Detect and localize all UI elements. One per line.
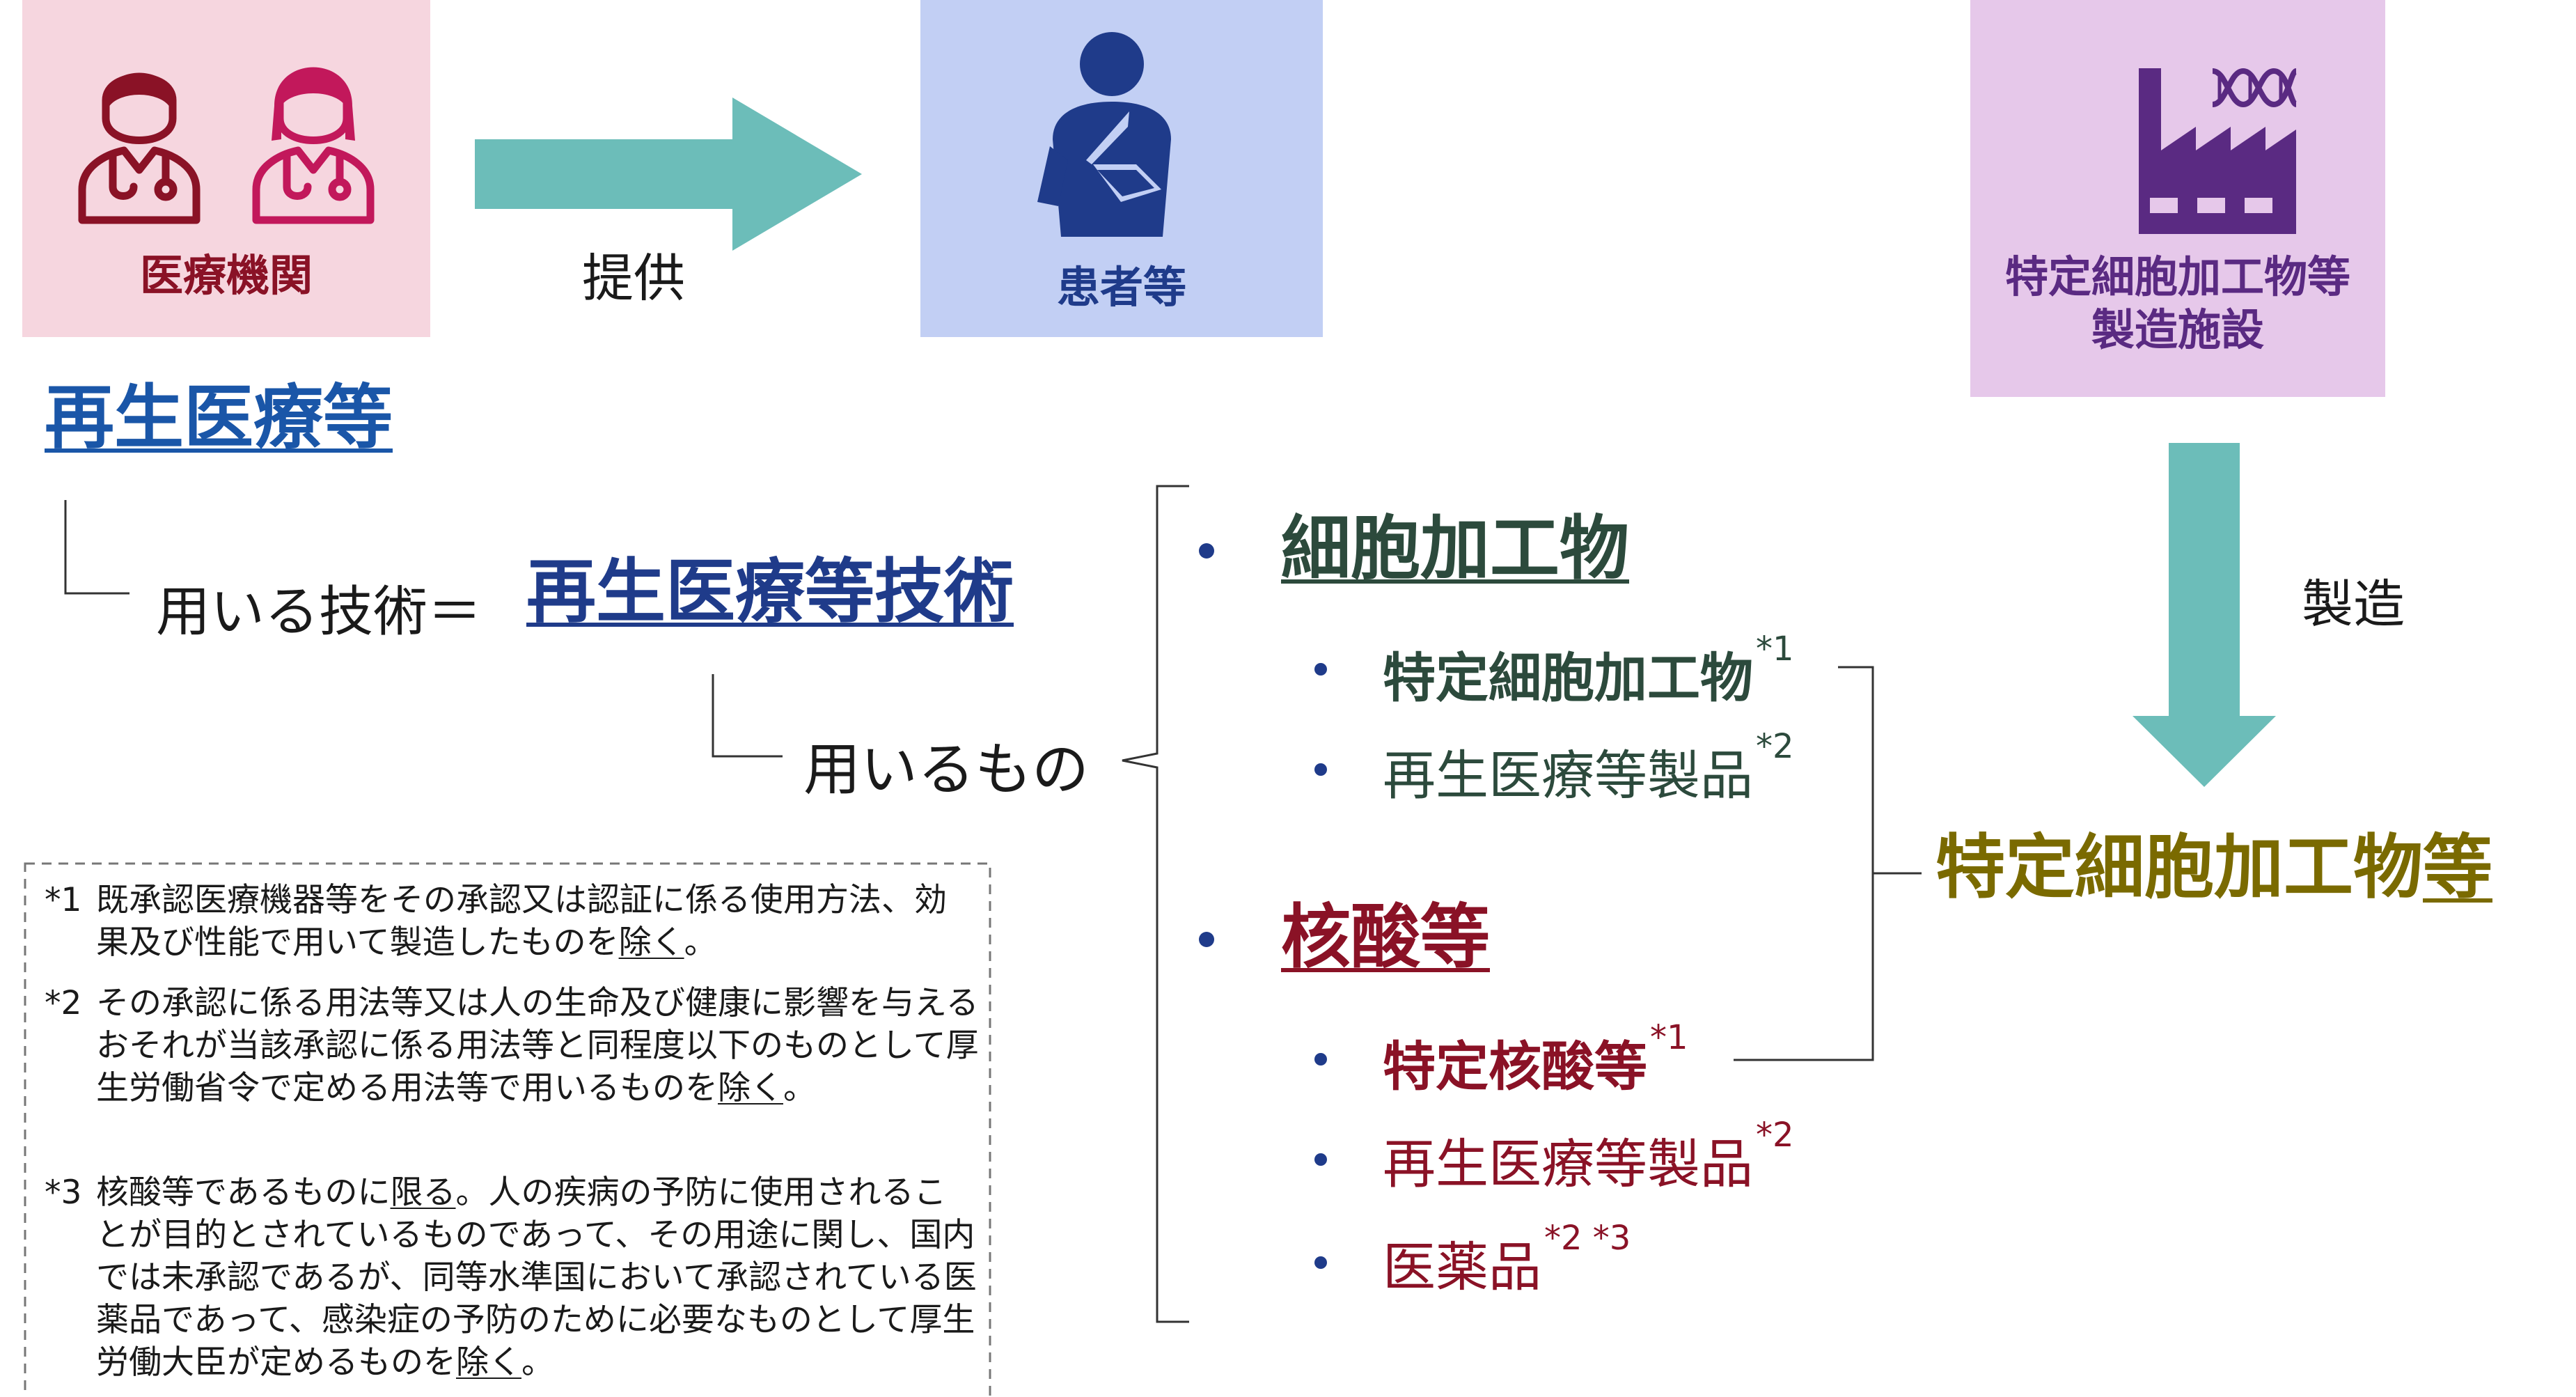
footnote-ref: *1 — [1756, 630, 1794, 669]
footnote-text: その承認に係る用法等又は人の生命及び健康に影響を与えるおそれが当該承認に係る用法… — [96, 984, 979, 1107]
manufacture-label: 製造 — [2302, 575, 2405, 634]
bullet-dot — [1314, 1256, 1327, 1269]
bullet-dot — [1314, 663, 1327, 676]
medical-institution-box: 医療機関 — [22, 0, 430, 337]
footnote-ref: *2 — [1756, 727, 1794, 766]
item-label: 特定核酸等 — [1383, 1036, 1647, 1098]
list-item: 特定細胞加工物*1 — [1383, 630, 1794, 712]
footnote-emphasis: 限る — [390, 1173, 456, 1212]
list-item: 医薬品*2 *3 — [1383, 1219, 1631, 1301]
bullet-dot — [1314, 1053, 1327, 1066]
footnote-mark: *1 — [45, 881, 82, 919]
footnote-emphasis: 除く — [456, 1343, 521, 1382]
result-suffix: 等 — [2423, 827, 2492, 908]
list-item: 特定核酸等*1 — [1383, 1018, 1688, 1100]
regenerative-technique-title: 再生医療等技術 — [526, 551, 1014, 632]
technique-prefix: 用いる技術＝ — [156, 581, 482, 643]
item-label: 再生医療等製品 — [1383, 1133, 1753, 1195]
factory-box: 特定細胞加工物等 製造施設 — [1970, 0, 2385, 397]
list-item: 再生医療等製品*2 — [1383, 1116, 1794, 1198]
factory-dna-icon — [2139, 68, 2298, 234]
footnote-ref: *2 *3 — [1544, 1219, 1631, 1258]
footnote-ref: *1 — [1650, 1018, 1688, 1057]
footnote: *2 その承認に係る用法等又は人の生命及び健康に影響を与えるおそれが当該承認に係… — [25, 982, 979, 1109]
item-label: 特定細胞加工物 — [1383, 647, 1753, 709]
footnote: *3 核酸等であるものに限る。人の疾病の予防に使用されることが目的とされているも… — [25, 1171, 979, 1384]
footnote-emphasis: 除く — [618, 923, 684, 962]
footnote-emphasis: 除く — [718, 1069, 783, 1107]
bullet-dot — [1199, 932, 1214, 947]
item-label: 医薬品 — [1383, 1236, 1541, 1298]
footnote-text: 。 — [783, 1069, 816, 1107]
footnote-text: 核酸等であるものに — [96, 1173, 391, 1212]
bullet-dot — [1199, 543, 1214, 559]
uses-label: 用いるもの — [803, 737, 1090, 803]
cell-product-title: 細胞加工物 — [1281, 508, 1629, 589]
bullet-dot — [1314, 1153, 1327, 1166]
nucleic-acid-title: 核酸等 — [1281, 896, 1490, 978]
doctor-male-icon — [78, 72, 201, 224]
bullet-dot — [1314, 763, 1327, 776]
footnote-text: 既承認医療機器等をその承認又は認証に係る使用方法、効果及び性能で用いて製造したも… — [96, 881, 947, 962]
result-title: 特定細胞加工物等 — [1935, 833, 2492, 903]
patient-label: 患者等 — [1056, 262, 1186, 313]
manufacture-arrow — [2133, 443, 2276, 787]
footnotes-box: *1 既承認医療機器等をその承認又は認証に係る使用方法、効果及び性能で用いて製造… — [25, 879, 990, 1394]
regenerative-medicine-title: 再生医療等 — [45, 377, 393, 458]
footnote-mark: *3 — [45, 1173, 82, 1212]
doctor-female-icon — [252, 67, 375, 224]
provide-label: 提供 — [582, 249, 685, 309]
patient-box: 患者等 — [920, 0, 1323, 337]
footnote-text: 。人の疾病の予防に使用されることが目的とされているものであって、その用途に関し、… — [96, 1173, 977, 1382]
footnote-ref: *2 — [1756, 1116, 1794, 1155]
item-label: 再生医療等製品 — [1383, 744, 1753, 806]
footnote-mark: *2 — [45, 984, 82, 1022]
footnote: *1 既承認医療機器等をその承認又は認証に係る使用方法、効果及び性能で用いて製造… — [25, 879, 979, 964]
medical-institution-label: 医療機関 — [139, 250, 313, 301]
result-main: 特定細胞加工物 — [1935, 827, 2423, 908]
factory-label-line1: 特定細胞加工物等 — [2004, 251, 2350, 302]
footnote-text: 。 — [684, 923, 717, 962]
factory-label-line2: 製造施設 — [2091, 304, 2264, 355]
factory-label: 特定細胞加工物等 製造施設 — [1970, 251, 2385, 356]
provide-arrow — [475, 97, 862, 251]
footnote-text: 。 — [521, 1343, 554, 1382]
patient-arm-sling-icon — [1037, 32, 1171, 237]
list-item: 再生医療等製品*2 — [1383, 727, 1794, 809]
